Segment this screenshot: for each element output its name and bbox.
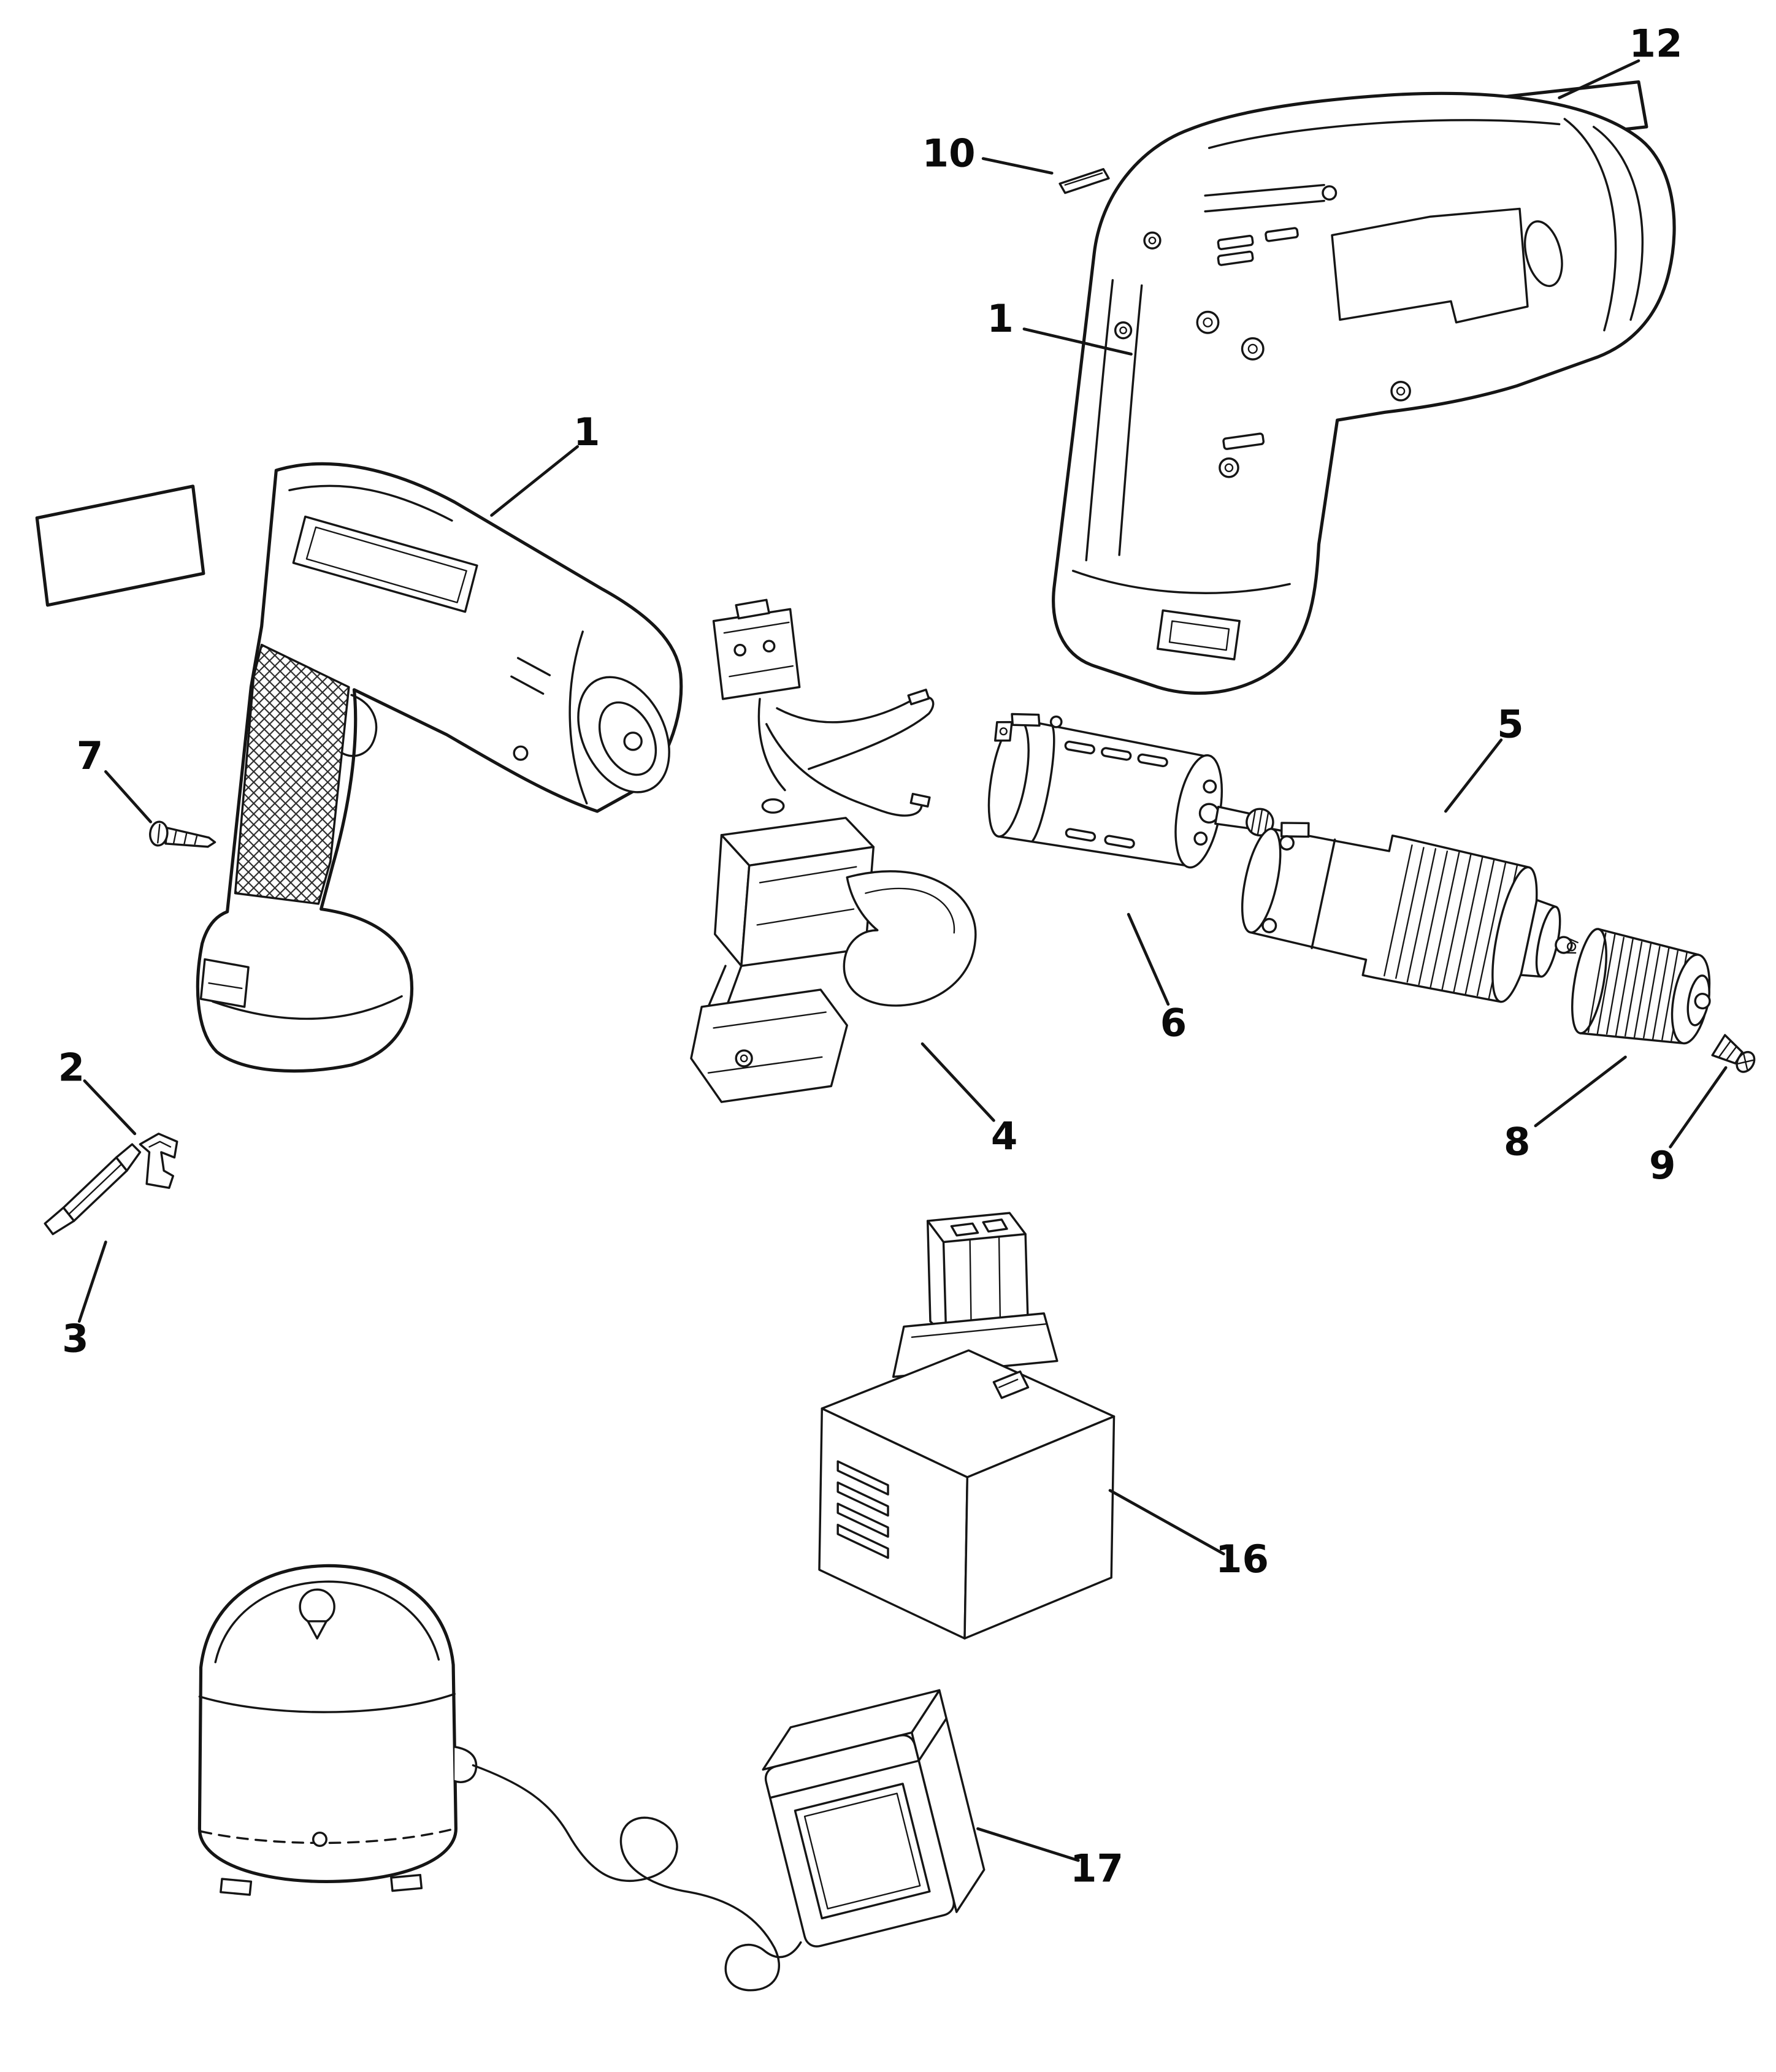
leader-5 bbox=[1444, 738, 1503, 813]
callout-16: 16 bbox=[1215, 1537, 1269, 1582]
callout-12: 12 bbox=[1629, 21, 1683, 66]
leader-2 bbox=[83, 1079, 137, 1136]
part-gearbox-5 bbox=[1241, 822, 1579, 1003]
leader-7 bbox=[104, 770, 153, 824]
leader-1-right bbox=[1022, 327, 1133, 356]
charger-power-cord bbox=[472, 1764, 802, 1992]
callout-4: 4 bbox=[990, 1114, 1018, 1159]
leader-16 bbox=[1108, 1489, 1225, 1556]
part-screwdriver-bit-3 bbox=[44, 1143, 142, 1236]
part-set-screw-7 bbox=[149, 820, 216, 848]
callout-2: 2 bbox=[58, 1045, 85, 1090]
leader-10 bbox=[981, 157, 1054, 175]
callout-1-right: 1 bbox=[987, 296, 1014, 341]
callout-7: 7 bbox=[76, 733, 104, 779]
sticker-blank-left bbox=[35, 484, 205, 607]
part-battery-pack-16 bbox=[818, 1212, 1116, 1640]
callout-17: 17 bbox=[1070, 1846, 1123, 1891]
part-housing-half-right-1 bbox=[1052, 91, 1676, 695]
part-switch-assembly-4 bbox=[690, 598, 977, 1103]
part-charger-base-17 bbox=[197, 1564, 478, 1896]
part-clip-2 bbox=[139, 1133, 178, 1189]
part-charger-adapter-17 bbox=[762, 1689, 986, 1948]
callout-9: 9 bbox=[1648, 1142, 1676, 1188]
callout-1-left: 1 bbox=[573, 409, 600, 455]
callout-10: 10 bbox=[922, 131, 976, 176]
part-motor-6 bbox=[987, 713, 1274, 869]
callout-5: 5 bbox=[1497, 701, 1524, 747]
part-chuck-screw-9 bbox=[1711, 1034, 1756, 1073]
callout-3: 3 bbox=[62, 1316, 89, 1361]
leader-12 bbox=[1558, 59, 1640, 99]
leader-lines bbox=[77, 59, 1728, 1862]
part-chuck-8 bbox=[1571, 928, 1711, 1045]
leader-4 bbox=[921, 1042, 995, 1122]
leader-17 bbox=[976, 1827, 1080, 1862]
leader-6 bbox=[1127, 912, 1170, 1006]
leader-3 bbox=[77, 1241, 107, 1323]
part-drill-housing-left-1 bbox=[196, 462, 683, 1073]
part-pin-10 bbox=[1058, 168, 1110, 194]
callout-6: 6 bbox=[1160, 1000, 1187, 1046]
leader-9 bbox=[1669, 1066, 1728, 1149]
callout-8: 8 bbox=[1503, 1119, 1531, 1164]
leader-8 bbox=[1534, 1055, 1627, 1128]
leader-1-left bbox=[490, 445, 580, 517]
